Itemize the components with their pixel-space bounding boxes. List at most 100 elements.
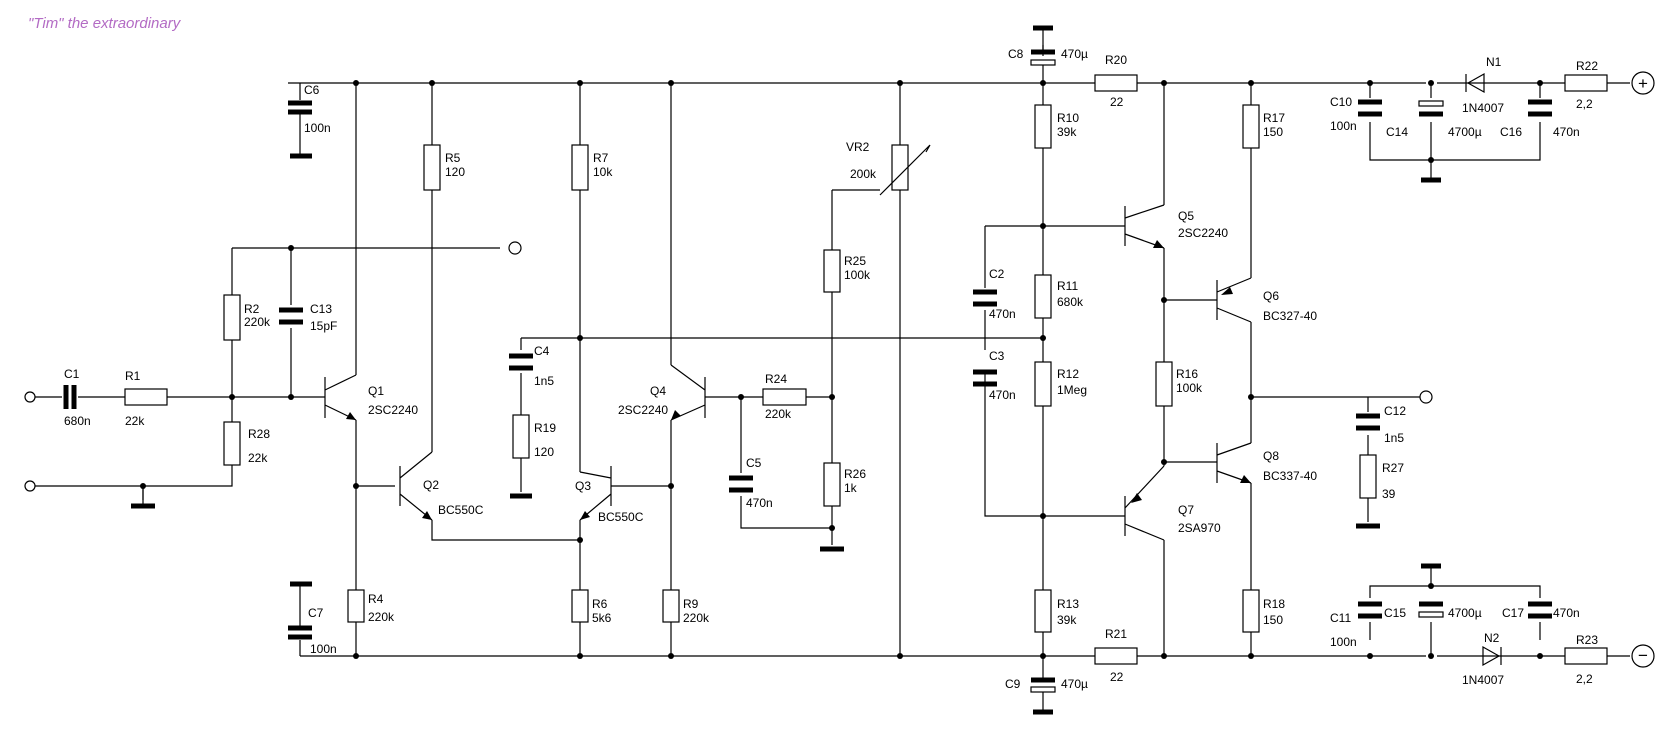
- R10-body: [1034, 104, 1052, 149]
- ground-symbols: [131, 486, 1380, 552]
- N1-value: 1N4007: [1462, 101, 1504, 115]
- R11-value: 680k: [1057, 295, 1084, 309]
- labels: C1 680n R1 22k R2 220k C13 15pF R28 22k …: [64, 47, 1598, 691]
- VR2-value: 200k: [850, 167, 877, 181]
- R28-ref: R28: [248, 427, 270, 441]
- R21-value: 22: [1110, 670, 1124, 684]
- R22-ref: R22: [1576, 59, 1598, 73]
- plus-symbol: +: [1638, 74, 1648, 93]
- R4-body: [347, 589, 365, 623]
- schematic-title: "Tim" the extraordinary: [28, 15, 181, 32]
- R7-body: [571, 144, 589, 191]
- R19-value: 120: [534, 445, 554, 459]
- R24-ref: R24: [765, 372, 787, 386]
- R16-value: 100k: [1176, 381, 1203, 395]
- R1-ref: R1: [125, 369, 141, 383]
- R6-ref: R6: [592, 597, 608, 611]
- Q4-ref: Q4: [650, 384, 666, 398]
- C6-value: 100n: [304, 121, 331, 135]
- R23-body: [1564, 647, 1608, 665]
- R7-value: 10k: [593, 165, 613, 179]
- C12-ref: C12: [1384, 404, 1406, 418]
- R9-value: 220k: [683, 611, 710, 625]
- N2-ref: N2: [1484, 631, 1500, 645]
- C2-ref: C2: [989, 267, 1005, 281]
- C9-value: 470µ: [1061, 677, 1088, 691]
- C14-value: 4700µ: [1448, 125, 1482, 139]
- minus-symbol: −: [1638, 646, 1648, 665]
- R24-value: 220k: [765, 407, 792, 421]
- R1-value: 22k: [125, 414, 145, 428]
- C7-ref: C7: [308, 606, 324, 620]
- C13-ref: C13: [310, 302, 332, 316]
- output-terminal[interactable]: [1419, 390, 1433, 404]
- Q7-ref: Q7: [1178, 503, 1194, 517]
- R12-value: 1Meg: [1057, 383, 1087, 397]
- C16-ref: C16: [1500, 125, 1522, 139]
- Q1-ref: Q1: [368, 384, 384, 398]
- C7-value: 100n: [310, 642, 337, 656]
- R16-ref: R16: [1176, 367, 1198, 381]
- R18-body: [1242, 589, 1260, 633]
- R10-value: 39k: [1057, 125, 1077, 139]
- C13-value: 15pF: [310, 319, 337, 333]
- R19-body: [512, 414, 530, 459]
- Q8-symbol: [1216, 442, 1252, 484]
- input-terminal[interactable]: [24, 391, 36, 403]
- plus-supply-terminal[interactable]: [1631, 71, 1655, 95]
- R17-value: 150: [1263, 125, 1283, 139]
- Q1-symbol: [324, 374, 357, 421]
- C15-ref: C15: [1384, 606, 1406, 620]
- R9-body: [662, 589, 680, 623]
- R27-value: 39: [1382, 487, 1396, 501]
- C8-ref: C8: [1008, 47, 1024, 61]
- transistors: [324, 204, 1252, 541]
- R20-value: 22: [1110, 95, 1124, 109]
- R22-body: [1564, 74, 1608, 92]
- terminals: + −: [24, 71, 1655, 668]
- capacitors: [63, 25, 1552, 715]
- input-ground-terminal[interactable]: [24, 480, 36, 492]
- C4-value: 1n5: [534, 374, 554, 388]
- Q8-ref: Q8: [1263, 449, 1279, 463]
- C2-value: 470n: [989, 307, 1016, 321]
- R6-value: 5k6: [592, 611, 612, 625]
- C10-ref: C10: [1330, 95, 1352, 109]
- R26-body: [823, 462, 841, 507]
- C10-value: 100n: [1330, 119, 1357, 133]
- R23-ref: R23: [1576, 633, 1598, 647]
- R27-ref: R27: [1382, 461, 1404, 475]
- R9-ref: R9: [683, 597, 699, 611]
- R13-value: 39k: [1057, 613, 1077, 627]
- R21-body: [1094, 647, 1138, 665]
- R11-body: [1034, 274, 1052, 319]
- R2-body: [223, 294, 241, 341]
- Q6-symbol: [1216, 277, 1252, 323]
- minus-supply-terminal[interactable]: [1631, 644, 1655, 668]
- C5-ref: C5: [746, 456, 762, 470]
- R16-body: [1155, 361, 1173, 407]
- diodes: [1465, 72, 1502, 667]
- R21-ref: R21: [1105, 627, 1127, 641]
- R4-value: 220k: [368, 610, 395, 624]
- C9-ref: C9: [1005, 677, 1021, 691]
- R6-body: [571, 589, 589, 623]
- R2-value: 220k: [244, 315, 271, 329]
- Q3-value: BC550C: [598, 510, 644, 524]
- Q2-value: BC550C: [438, 503, 484, 517]
- R26-value: 1k: [844, 481, 858, 495]
- R25-body: [823, 249, 841, 293]
- R28-value: 22k: [248, 451, 268, 465]
- R28-body: [223, 421, 241, 466]
- wires: [35, 45, 1560, 670]
- R7-ref: R7: [593, 151, 609, 165]
- C1-value: 680n: [64, 414, 91, 428]
- resistors: [124, 74, 1630, 665]
- R12-ref: R12: [1057, 367, 1079, 381]
- Q1-value: 2SC2240: [368, 403, 418, 417]
- R20-body: [1094, 74, 1138, 92]
- R12-body: [1034, 361, 1052, 407]
- feedback-terminal[interactable]: [508, 241, 522, 255]
- C8-value: 470µ: [1061, 47, 1088, 61]
- R17-body: [1242, 104, 1260, 149]
